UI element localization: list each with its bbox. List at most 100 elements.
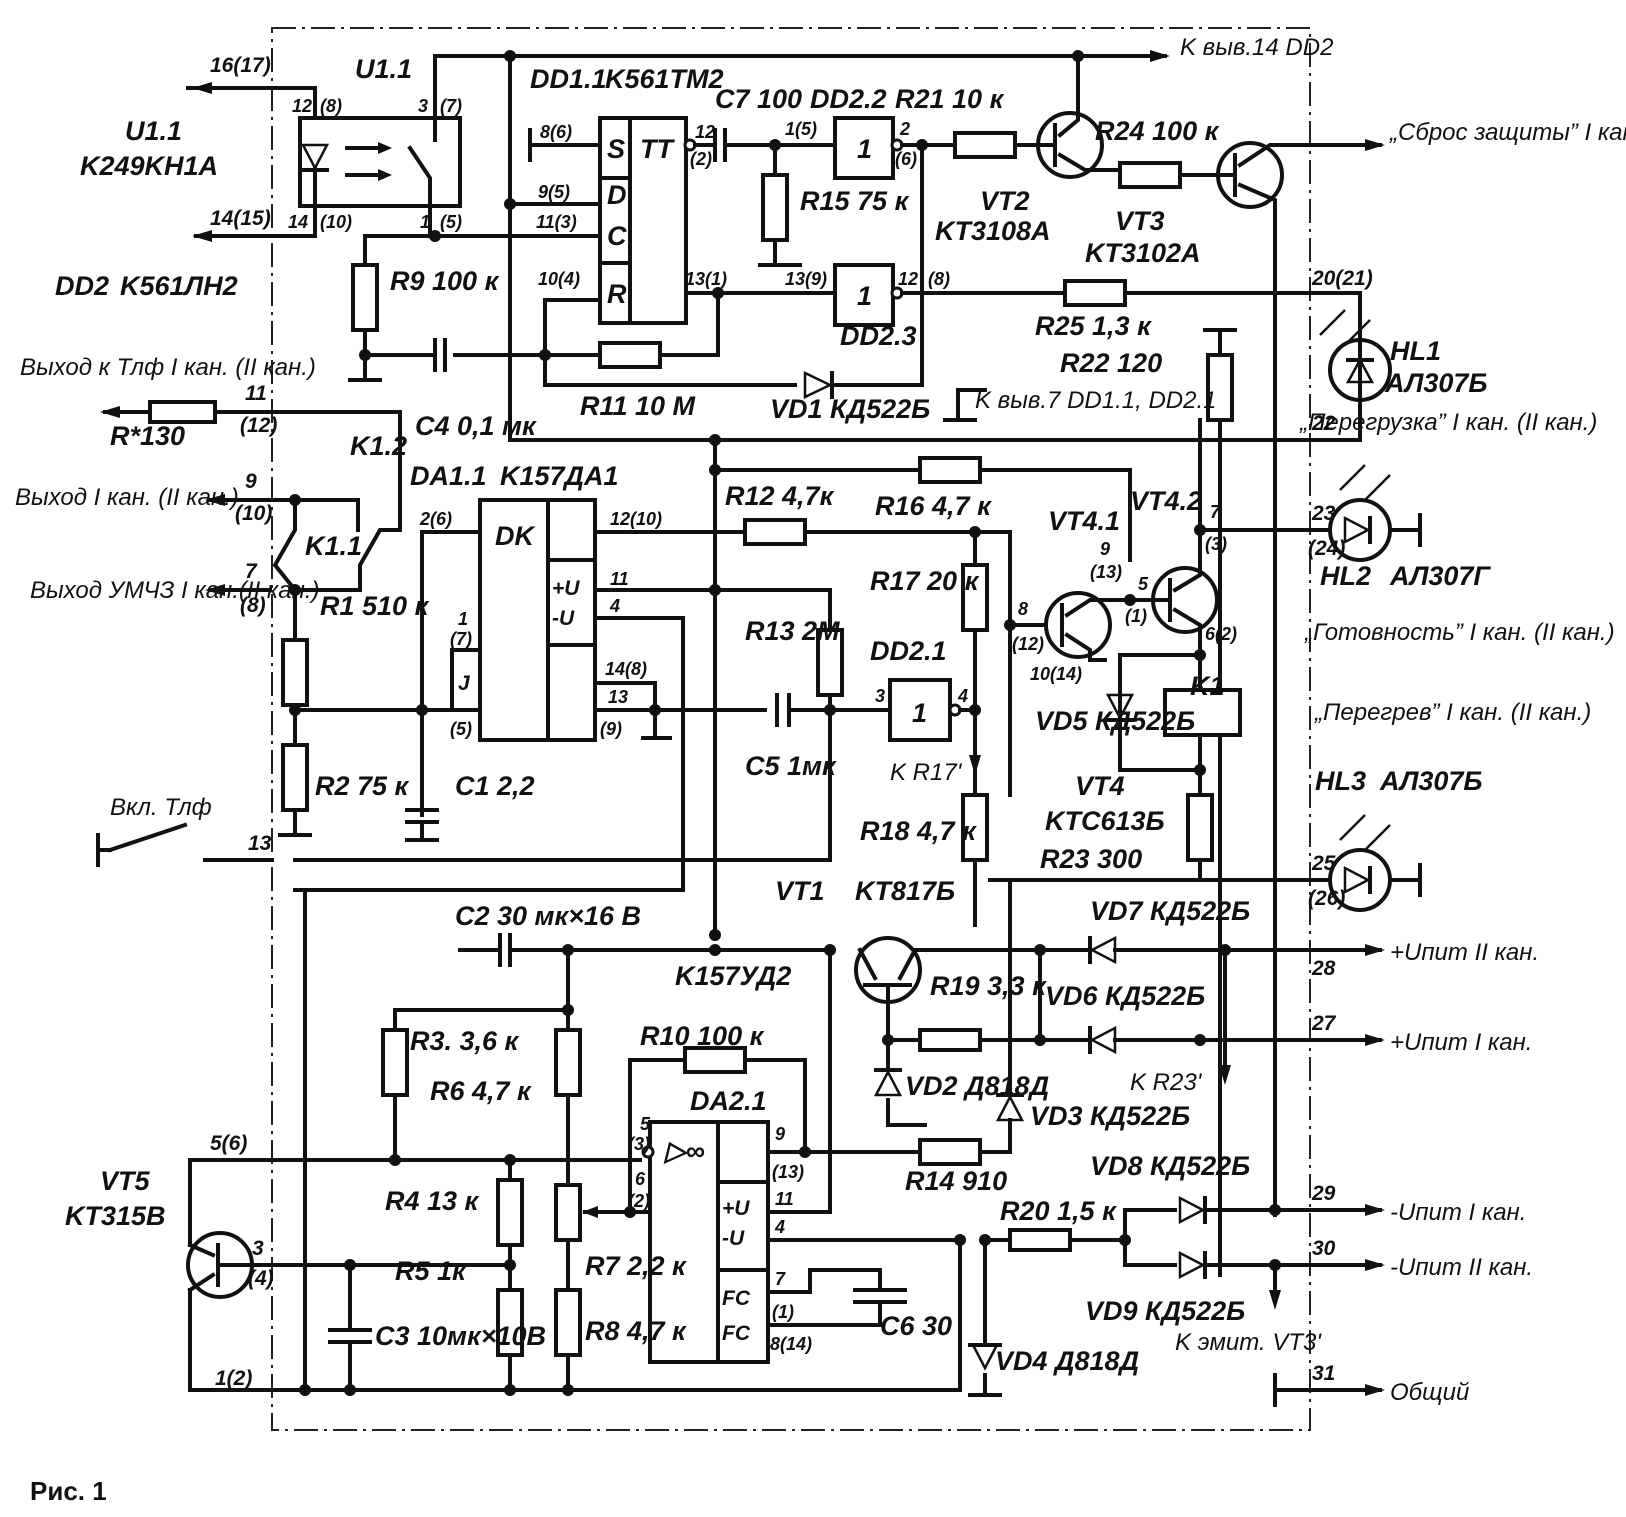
resistor-r11 — [598, 341, 662, 369]
optocoupler-body — [298, 116, 462, 208]
diode-vd6 — [1089, 1025, 1117, 1055]
resistor-r17 — [961, 563, 989, 632]
da1-part-label: K157ДА1 — [500, 461, 619, 491]
dd2-3-label: DD2.3 — [840, 321, 917, 351]
resistor-r14 — [918, 1138, 982, 1166]
dd1-pin-10: 10(4) — [538, 269, 580, 289]
diode-vd7 — [1089, 935, 1117, 965]
pin-1-2: 1(2) — [215, 1367, 252, 1390]
r17-label: R17 20 к — [870, 566, 980, 596]
da2-cell-plus-u: +U — [722, 1197, 750, 1220]
gate-dd2-2 — [833, 116, 895, 180]
da2-cell-fc2: FC — [722, 1322, 751, 1345]
da2-pin-2: (2) — [628, 1191, 650, 1211]
da1-pin-5: (5) — [450, 719, 472, 739]
da1-pin-9: (9) — [600, 719, 622, 739]
da1-pin-12: 12(10) — [610, 509, 662, 529]
vt4-1-label: VT4.1 — [1048, 506, 1120, 536]
resistor-r4 — [496, 1178, 524, 1247]
pin-22: 22 — [1311, 412, 1336, 435]
u1-ref-label: U1.1 — [125, 116, 182, 146]
dd1-pin-12: 12 — [695, 122, 715, 142]
vt4-pin-13: (13) — [1090, 562, 1122, 582]
rstar-label: R*130 — [110, 421, 185, 451]
da2-ref-label: DA2.1 — [690, 1086, 767, 1116]
vt4-pin-10: 10(14) — [1030, 664, 1082, 684]
r22-label: R22 120 — [1060, 348, 1162, 378]
vt3-ref-label: VT3 — [1115, 206, 1165, 236]
r12-label: R12 4,7к — [725, 481, 835, 511]
resistor-r23 — [1186, 793, 1214, 862]
overheat-label: „Перегрев” I кан. (II кан.) — [1314, 699, 1591, 726]
r10-label: R10 100 к — [640, 1021, 765, 1051]
note-to-pin14-dd2: K выв.14 DD2 — [1180, 34, 1333, 61]
r7-label: R7 2,2 к — [585, 1251, 687, 1281]
gate-dd2-3 — [833, 263, 895, 327]
u1-inner-label: U1.1 — [355, 54, 412, 84]
resistor-r22 — [1206, 353, 1234, 422]
hl1-part-label: АЛ307Б — [1384, 368, 1488, 398]
zener-vd2 — [873, 1069, 903, 1097]
vd6-label: VD6 КД522Б — [1045, 981, 1205, 1011]
c7-label: C7 100 — [715, 84, 802, 114]
r23-label: R23 300 — [1040, 844, 1142, 874]
da2-pin-8: 8(14) — [770, 1334, 812, 1354]
vt4-part-label: KTC613Б — [1045, 806, 1165, 836]
diode-vd1 — [803, 371, 833, 399]
overload-label: „Перегрузка” I кан. (II кан.) — [1299, 409, 1597, 436]
r6-label: R6 4,7 к — [430, 1076, 532, 1106]
resistor-r12 — [743, 518, 807, 546]
u1-pin-10: (10) — [320, 212, 352, 232]
u1-part-label: K249KH1A — [80, 151, 218, 181]
dd2-part-label: K561ЛН2 — [120, 271, 238, 301]
dd2-2-pin-6: (6) — [895, 149, 917, 169]
r13-label: R13 2M — [745, 616, 840, 646]
phototransistor-switch — [407, 83, 437, 238]
dd2-3-pin-13: 13(9) — [785, 269, 827, 289]
r16-label: R16 4,7 к — [875, 491, 992, 521]
vd8-label: VD8 КД522Б — [1090, 1151, 1250, 1181]
vt4-ref-label: VT4 — [1075, 771, 1125, 801]
relay-coil-k1 — [1163, 688, 1242, 737]
dd1-cell-s: S — [607, 134, 625, 164]
da2-pin-9: 9 — [775, 1124, 785, 1144]
u1-pin-5: (5) — [440, 212, 462, 232]
vd2-label: VD2 Д818Д — [905, 1071, 1049, 1101]
da1-ref-label: DA1.1 — [410, 461, 487, 491]
da2-pin-4: 4 — [774, 1217, 785, 1237]
dd2-3-pin-8: (8) — [928, 269, 950, 289]
da2-cell-fc1: FC — [722, 1287, 751, 1310]
pin-25: 25 — [1311, 852, 1336, 875]
da1-pin-2: 2(6) — [419, 509, 452, 529]
da2-part-label: K157УД2 — [675, 961, 791, 991]
k1-1-label: K1.1 — [305, 531, 362, 561]
r9-label: R9 100 к — [390, 266, 500, 296]
vd5-label: VD5 КД522Б — [1035, 706, 1195, 736]
hl2-part-label: АЛ307Г — [1389, 561, 1491, 591]
diode-vd9 — [1178, 1250, 1206, 1280]
da2-pin-11: 11 — [775, 1189, 794, 1209]
dd1-pin-9: 9(5) — [538, 182, 570, 202]
dd1-pin-2: (2) — [690, 149, 712, 169]
dd1-pin-11: 11(3) — [536, 212, 577, 232]
dd1-pin-8: 8(6) — [540, 122, 572, 142]
vt5-part-label: KT315B — [65, 1201, 166, 1231]
resistor-r21 — [953, 131, 1017, 159]
vd3-label: VD3 КД522Б — [1030, 1101, 1190, 1131]
dd2-2-pin-1: 1(5) — [785, 119, 817, 139]
resistor-r24 — [1118, 161, 1182, 189]
da2-pin-1: (1) — [772, 1302, 794, 1322]
vt4-pin-5: 5 — [1138, 574, 1149, 594]
pin-30: 30 — [1312, 1237, 1336, 1260]
gate-dd2-1 — [888, 678, 952, 742]
reset-output-label: „Сброс защиты” I кан.(II кан.) — [1389, 119, 1626, 146]
dd1-part-label: K561TM2 — [605, 64, 724, 94]
pin-7: 7 — [245, 560, 258, 583]
dd1-cell-r: R — [607, 279, 627, 309]
vt1-ref-label: VT1 — [775, 876, 825, 906]
vt4-pin-1: (1) — [1125, 606, 1147, 626]
diode-vd5 — [1105, 693, 1135, 721]
r14-label: R14 910 — [905, 1166, 1007, 1196]
hl3-part-label: АЛ307Б — [1379, 766, 1483, 796]
dd2-2-gate-symbol: 1 — [857, 134, 872, 164]
